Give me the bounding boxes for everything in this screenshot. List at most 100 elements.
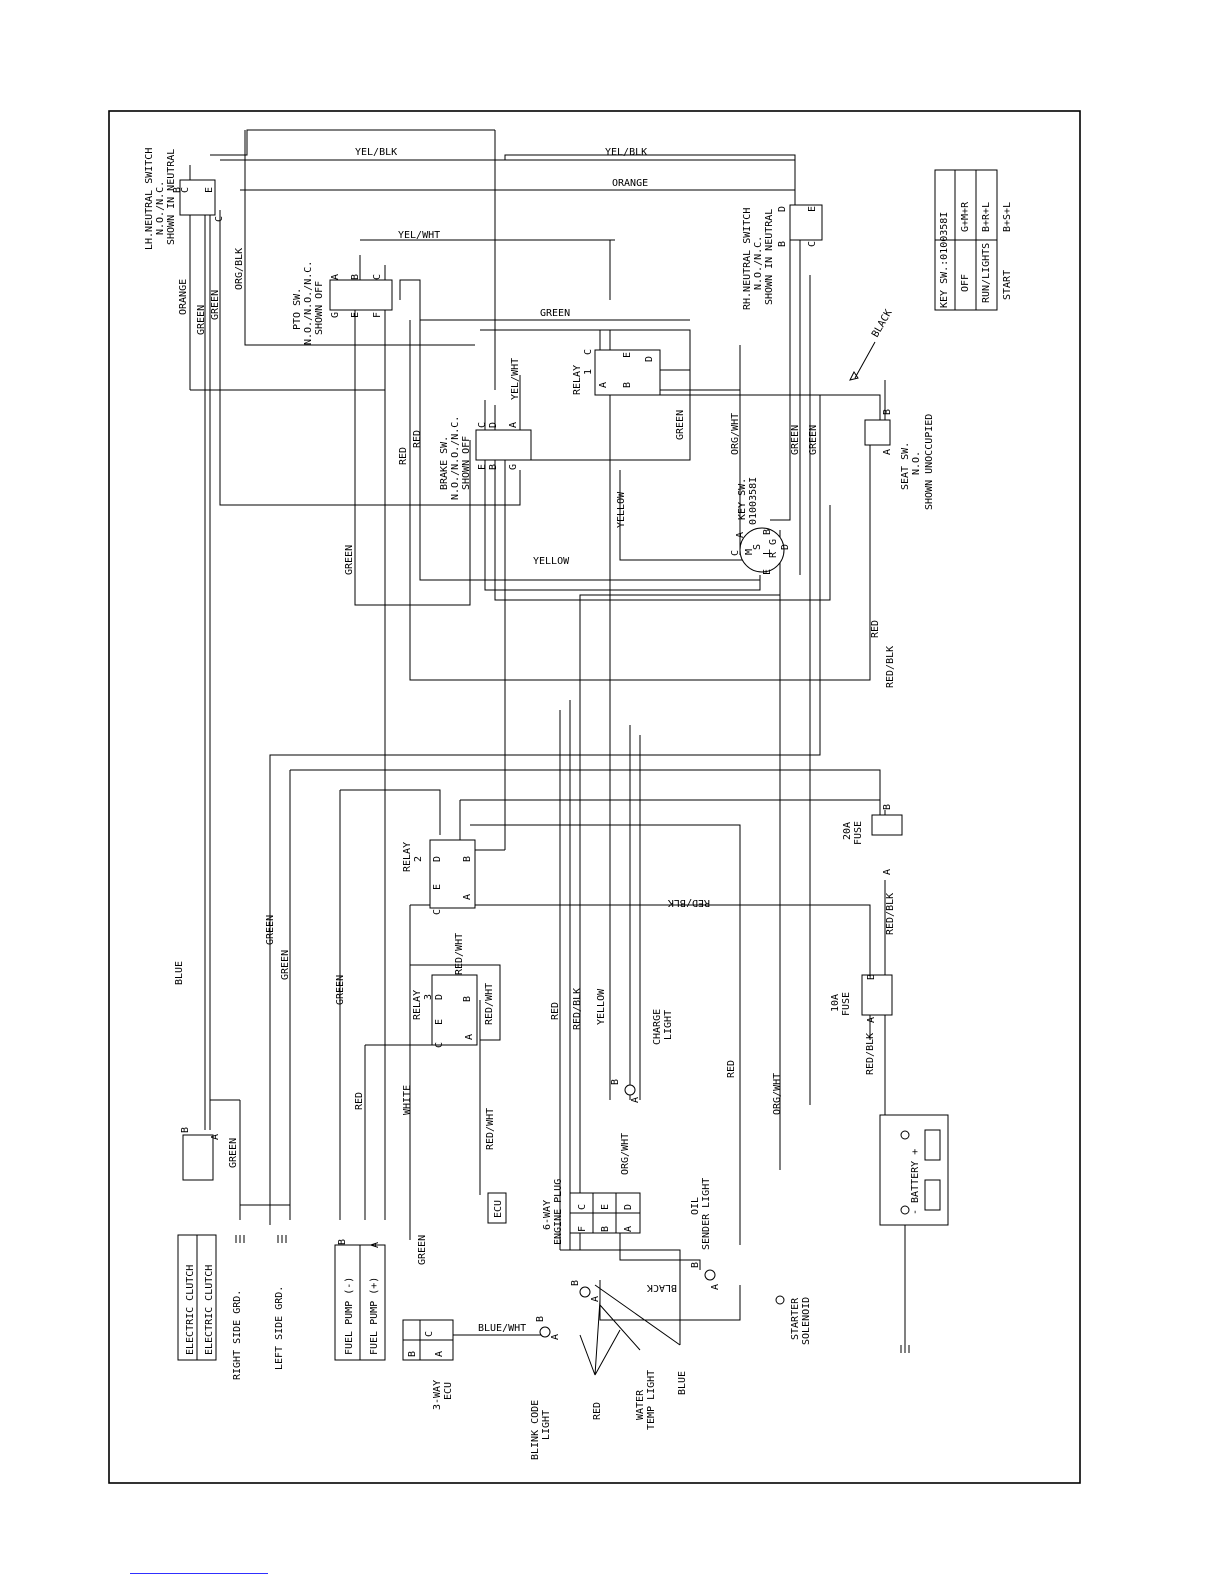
battery-label: - BATTERY + bbox=[910, 1149, 921, 1215]
fuel-pos-label: FUEL PUMP (+) bbox=[369, 1277, 380, 1355]
oil-pin-a: A bbox=[710, 1284, 721, 1290]
fuel-pin-b: B bbox=[337, 1239, 348, 1245]
footer-link-underline bbox=[130, 1573, 268, 1574]
wl-redblk-mid: RED/BLK bbox=[668, 897, 710, 908]
lh-neutral-label-3: SHOWN IN NEUTRAL bbox=[166, 149, 177, 245]
fuse20-label-1: 20A bbox=[842, 822, 853, 840]
lh-neutral-label-2: N.O./N.C. bbox=[155, 181, 166, 235]
rh-pin-e: E bbox=[807, 206, 818, 212]
pto-label-3: SHOWN OFF bbox=[314, 281, 325, 335]
ecu-pin-a: A bbox=[434, 1351, 445, 1357]
keysw-label-2: 0100358I bbox=[748, 477, 759, 525]
plug-pin-e: E bbox=[600, 1204, 611, 1210]
fuse10-pin-a: A bbox=[866, 1017, 877, 1023]
rh-pin-b: B bbox=[777, 241, 788, 247]
wl-yelblk-1: YEL/BLK bbox=[355, 147, 397, 158]
rh-neutral-label-3: SHOWN IN NEUTRAL bbox=[764, 209, 775, 305]
ground-symbols bbox=[235, 1235, 910, 1353]
wl-green-v4: GREEN bbox=[790, 425, 801, 455]
fuse20-pin-b: B bbox=[882, 804, 893, 810]
wl-white-v: WHITE bbox=[402, 1085, 413, 1115]
wl-green-v11: GREEN bbox=[417, 1235, 428, 1265]
wl-green-v2: GREEN bbox=[210, 290, 221, 320]
relay1-label: RELAY bbox=[572, 365, 583, 395]
rh-neutral-label-2: N.O./N.C. bbox=[753, 236, 764, 290]
fuse-20a: 20A FUSE B A bbox=[842, 804, 903, 875]
wl-yelwht-top: YEL/WHT bbox=[398, 230, 440, 241]
oil-label-2: SENDER LIGHT bbox=[701, 1178, 712, 1250]
wl-green-v3: GREEN bbox=[675, 410, 686, 440]
wl-redblk-v3: RED/BLK bbox=[572, 988, 583, 1030]
ecu-pin-c: C bbox=[424, 1331, 435, 1337]
fuse10-label-1: 10A bbox=[830, 994, 841, 1012]
brake-pin-d: D bbox=[488, 422, 499, 428]
ecu-3way-label-2: ECU bbox=[443, 1382, 454, 1400]
seat-pin-b: B bbox=[882, 409, 893, 415]
relay3-pin-a: A bbox=[464, 1034, 475, 1040]
key-row-run-conn: B+R+L bbox=[981, 202, 992, 232]
wl-redblk-v2: RED/BLK bbox=[885, 893, 896, 935]
wl-green-top: GREEN bbox=[540, 308, 570, 319]
wl-green-v1: GREEN bbox=[196, 305, 207, 335]
clutch-label-1: ELECTRIC CLUTCH bbox=[185, 1265, 196, 1355]
diagram-frame bbox=[108, 110, 1081, 1484]
diode-pin-b: B bbox=[180, 1127, 191, 1133]
fuel-neg-label: FUEL PUMP (-) bbox=[344, 1277, 355, 1355]
seat-label-1: SEAT SW. bbox=[900, 442, 911, 490]
wl-orgblk-v: ORG/BLK bbox=[234, 248, 245, 290]
charge-label-2: LIGHT bbox=[663, 1010, 674, 1040]
wl-black-bottom: BLACK bbox=[647, 1282, 677, 1293]
rh-pin-c: C bbox=[807, 241, 818, 247]
pto-pin-f: F bbox=[372, 312, 383, 318]
keysw-pin-a: A bbox=[735, 532, 746, 538]
wl-green-v5: GREEN bbox=[808, 425, 819, 455]
relay1-pin-c: C bbox=[583, 349, 594, 355]
wl-red-v5: RED bbox=[726, 1060, 737, 1078]
keysw-pin-l: L bbox=[762, 549, 773, 555]
key-switch-table: KEY SW.:0100358I OFF G+M+R RUN/LIGHTS B+… bbox=[934, 169, 1013, 311]
pto-pin-g: G bbox=[330, 312, 341, 318]
keysw-label-1: KEY SW. bbox=[737, 478, 748, 520]
pto-pin-a: A bbox=[330, 274, 341, 280]
ecu-3way: C B A 3-WAY ECU bbox=[402, 1319, 454, 1410]
water-temp-light: B A WATER TEMP LIGHT bbox=[570, 1280, 657, 1430]
plug-pin-f: F bbox=[577, 1226, 588, 1232]
lh-pin-c2: C bbox=[214, 216, 225, 222]
plug-label-1: 6-WAY bbox=[542, 1200, 553, 1230]
wl-orgwht-v1: ORG/WHT bbox=[730, 413, 741, 455]
relay2-pin-d: D bbox=[432, 856, 443, 862]
electric-clutch-block: ELECTRIC CLUTCH ELECTRIC CLUTCH B A bbox=[177, 1127, 221, 1361]
engine-plug: 6-WAY ENGINE PLUG C F E B A D bbox=[542, 1179, 641, 1245]
keysw-pin-m: M bbox=[744, 549, 755, 555]
keysw-pin-c: C bbox=[730, 550, 741, 556]
wl-orgwht-v2: ORG/WHT bbox=[620, 1133, 631, 1175]
charge-label-1: CHARGE bbox=[652, 1009, 663, 1045]
brake-pin-c: C bbox=[477, 422, 488, 428]
starter-solenoid: STARTER SOLENOID bbox=[775, 1295, 812, 1345]
wl-red-v6: RED bbox=[354, 1092, 365, 1110]
charge-pin-b: B bbox=[610, 1079, 621, 1085]
blink-pin-a: A bbox=[550, 1334, 561, 1340]
relay-3: RELAY 3 D B E C A bbox=[412, 974, 478, 1048]
relay1-pin-b: B bbox=[622, 382, 633, 388]
oil-sender-light: OIL SENDER LIGHT B A bbox=[690, 1178, 721, 1290]
charge-light: CHARGE LIGHT B A bbox=[610, 1009, 674, 1103]
brake-label-3: SHOWN OFF bbox=[461, 436, 472, 490]
wl-red-v2: RED bbox=[412, 430, 423, 448]
wl-red-v7: RED bbox=[592, 1402, 603, 1420]
fuse10-label-2: FUSE bbox=[841, 992, 852, 1016]
ecu-box-label: ECU bbox=[493, 1200, 504, 1218]
ecu-box: ECU bbox=[487, 1192, 507, 1224]
wl-redblk-v1: RED/BLK bbox=[885, 646, 896, 688]
fuse20-label-2: FUSE bbox=[853, 821, 864, 845]
seat-label-3: SHOWN UNOCCUPIED bbox=[924, 414, 935, 510]
relay1-number: 1 bbox=[583, 369, 594, 375]
plug-pin-d: D bbox=[623, 1204, 634, 1210]
wl-bluewht: BLUE/WHT bbox=[478, 1323, 526, 1334]
keysw-pin-d: D bbox=[780, 544, 791, 550]
relay3-number: 3 bbox=[423, 994, 434, 1000]
seat-switch: B A SEAT SW. N.O. SHOWN UNOCCUPIED bbox=[864, 409, 935, 510]
left-ground-label: LEFT SIDE GRD. bbox=[274, 1286, 285, 1370]
charge-pin-a: A bbox=[630, 1097, 641, 1103]
